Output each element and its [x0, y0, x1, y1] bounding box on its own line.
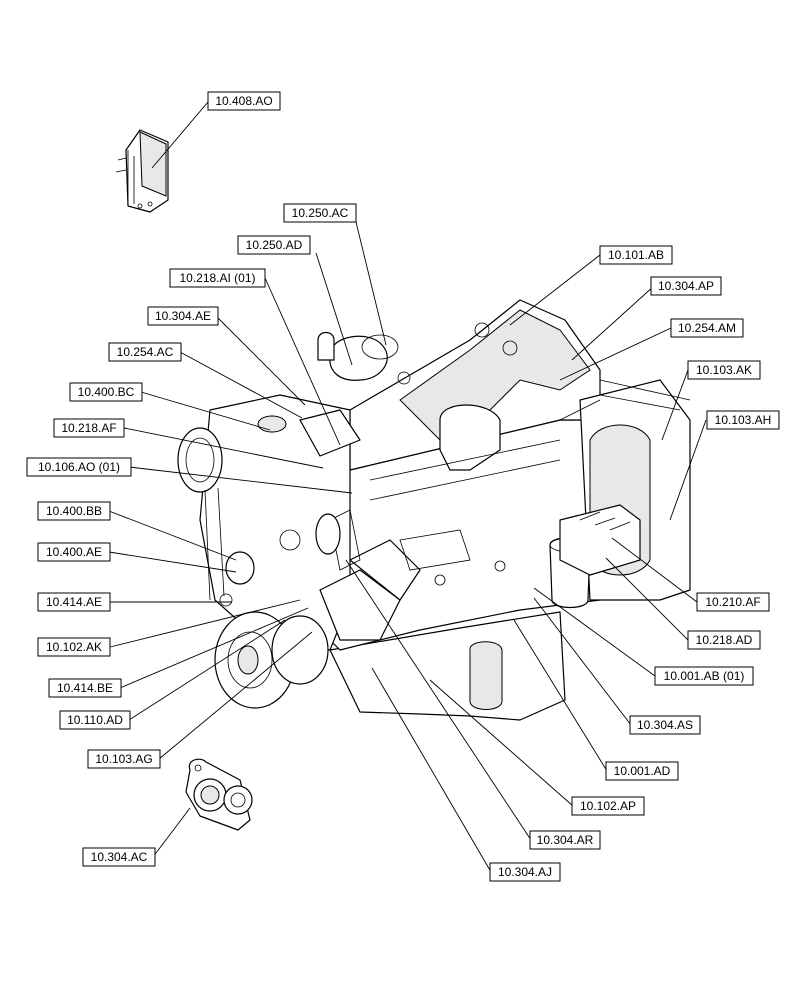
callout-10-304-ap[interactable]: 10.304.AP — [650, 276, 722, 296]
svg-text:10.408.AO: 10.408.AO — [215, 94, 272, 108]
svg-text:10.400.BC: 10.400.BC — [78, 385, 135, 399]
callout-10-218-ad[interactable]: 10.218.AD — [687, 630, 761, 650]
callout-10-102-ap[interactable]: 10.102.AP — [571, 796, 645, 816]
callout-10-103-ag[interactable]: 10.103.AG — [87, 749, 161, 769]
callout-10-304-as[interactable]: 10.304.AS — [629, 715, 701, 735]
svg-text:10.414.AE: 10.414.AE — [46, 595, 102, 609]
callout-10-400-bb[interactable]: 10.400.BB — [37, 501, 111, 521]
svg-text:10.001.AD: 10.001.AD — [614, 764, 671, 778]
callout-10-400-ae[interactable]: 10.400.AE — [37, 542, 111, 562]
svg-text:10.210.AF: 10.210.AF — [705, 595, 760, 609]
svg-text:10.304.AP: 10.304.AP — [658, 279, 714, 293]
engine-block-drawing — [177, 299, 691, 721]
callout-10-001-ad[interactable]: 10.001.AD — [605, 761, 679, 781]
callout-labels: 10.408.AO 10.250.AC 10.250.AD 10.101.AB … — [26, 91, 780, 882]
svg-text:10.102.AK: 10.102.AK — [46, 640, 102, 654]
svg-text:10.102.AP: 10.102.AP — [580, 799, 636, 813]
svg-text:10.304.AE: 10.304.AE — [155, 309, 211, 323]
svg-text:10.001.AB (01): 10.001.AB (01) — [664, 669, 745, 683]
svg-text:10.218.AI (01): 10.218.AI (01) — [179, 271, 255, 285]
callout-10-400-bc[interactable]: 10.400.BC — [69, 382, 143, 402]
svg-text:10.254.AM: 10.254.AM — [678, 321, 736, 335]
svg-text:10.103.AG: 10.103.AG — [95, 752, 152, 766]
callout-10-101-ab[interactable]: 10.101.AB — [599, 245, 673, 265]
svg-text:10.400.BB: 10.400.BB — [46, 504, 102, 518]
callout-10-218-af[interactable]: 10.218.AF — [53, 418, 125, 438]
callout-10-304-ac[interactable]: 10.304.AC — [82, 847, 156, 867]
callout-10-250-ac[interactable]: 10.250.AC — [283, 203, 357, 223]
svg-text:10.101.AB: 10.101.AB — [608, 248, 664, 262]
svg-text:10.304.AC: 10.304.AC — [91, 850, 148, 864]
callout-10-106-ao-01[interactable]: 10.106.AO (01) — [26, 457, 132, 477]
callout-10-103-ak[interactable]: 10.103.AK — [687, 360, 761, 380]
svg-text:10.103.AH: 10.103.AH — [715, 413, 772, 427]
callout-10-254-am[interactable]: 10.254.AM — [670, 318, 744, 338]
oil-pump-drawing — [185, 758, 253, 831]
callout-10-304-aj[interactable]: 10.304.AJ — [489, 862, 561, 882]
callout-10-414-ae[interactable]: 10.414.AE — [37, 592, 111, 612]
svg-text:10.254.AC: 10.254.AC — [117, 345, 174, 359]
svg-text:10.304.AS: 10.304.AS — [637, 718, 693, 732]
callout-10-001-ab-01[interactable]: 10.001.AB (01) — [654, 666, 754, 686]
svg-text:10.250.AD: 10.250.AD — [246, 238, 303, 252]
svg-text:10.106.AO (01): 10.106.AO (01) — [38, 460, 120, 474]
callout-10-414-be[interactable]: 10.414.BE — [48, 678, 122, 698]
callout-10-304-ar[interactable]: 10.304.AR — [529, 830, 601, 850]
svg-text:10.250.AC: 10.250.AC — [292, 206, 349, 220]
svg-text:10.414.BE: 10.414.BE — [57, 681, 113, 695]
leader-lines — [108, 101, 707, 873]
svg-text:10.304.AR: 10.304.AR — [537, 833, 594, 847]
svg-text:10.218.AD: 10.218.AD — [696, 633, 753, 647]
svg-text:10.103.AK: 10.103.AK — [696, 363, 752, 377]
callout-10-408-ao[interactable]: 10.408.AO — [207, 91, 281, 111]
engine-drawing — [115, 129, 691, 831]
svg-text:10.400.AE: 10.400.AE — [46, 545, 102, 559]
svg-text:10.110.AD: 10.110.AD — [67, 713, 123, 727]
callout-10-304-ae[interactable]: 10.304.AE — [147, 306, 219, 326]
svg-text:10.218.AF: 10.218.AF — [61, 421, 116, 435]
callout-10-254-ac[interactable]: 10.254.AC — [108, 342, 182, 362]
callout-10-103-ah[interactable]: 10.103.AH — [706, 410, 780, 430]
callout-10-250-ad[interactable]: 10.250.AD — [237, 235, 311, 255]
callout-10-110-ad[interactable]: 10.110.AD — [59, 710, 131, 730]
svg-text:10.304.AJ: 10.304.AJ — [498, 865, 552, 879]
ecu-module-drawing — [115, 129, 169, 213]
callout-10-102-ak[interactable]: 10.102.AK — [37, 637, 111, 657]
callout-10-210-af[interactable]: 10.210.AF — [696, 592, 770, 612]
callout-10-218-ai-01[interactable]: 10.218.AI (01) — [169, 268, 266, 288]
